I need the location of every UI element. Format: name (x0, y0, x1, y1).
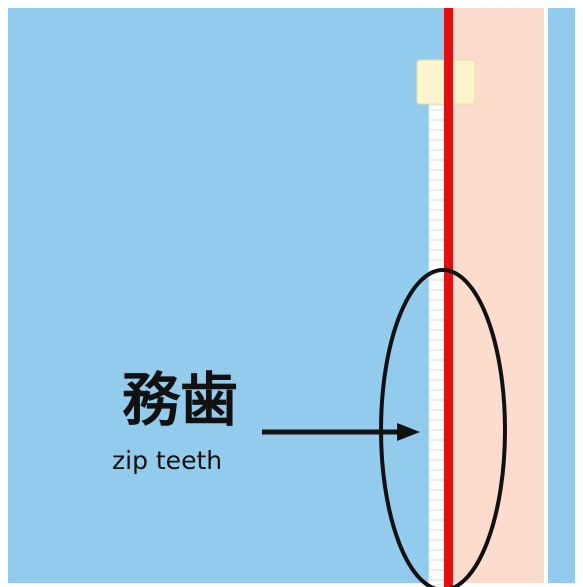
translation-label: zip teeth (112, 446, 222, 475)
tape-separator (544, 8, 548, 583)
term-label: 務歯 (122, 366, 238, 434)
fabric-right-edge (548, 8, 575, 583)
arrow-head (397, 423, 420, 441)
center-line (444, 8, 453, 587)
zipper-teeth (428, 104, 446, 586)
zipper-teeth-strip (428, 104, 446, 586)
fabric-left (8, 8, 448, 583)
arrow-right-icon (262, 423, 420, 441)
